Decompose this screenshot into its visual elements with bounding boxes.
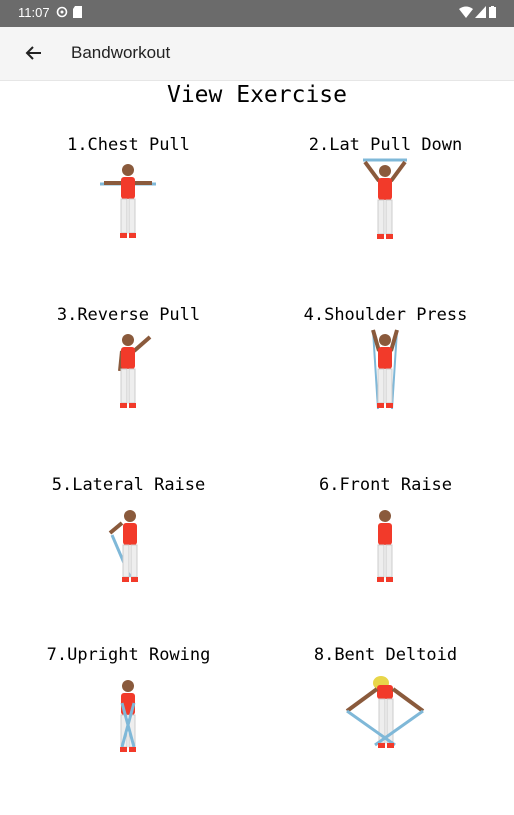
wifi-icon xyxy=(459,6,473,18)
lateral-raise-figure xyxy=(108,510,138,582)
app-bar: Bandworkout xyxy=(0,27,514,81)
exercise-card-chest-pull[interactable]: 1.Chest Pull xyxy=(0,135,257,305)
exercise-label: 8.Bent Deltoid xyxy=(313,645,458,665)
front-raise-figure xyxy=(377,510,393,582)
sd-card-icon xyxy=(73,6,82,18)
shoulder-press-figure xyxy=(371,329,399,410)
page-title: View Exercise xyxy=(166,82,347,108)
status-time: 11:07 xyxy=(18,5,50,20)
exercise-card-reverse-pull[interactable]: 3.Reverse Pull xyxy=(0,305,257,475)
settings-sync-icon xyxy=(56,6,68,18)
exercise-card-upright-rowing[interactable]: 7.Upright Rowing xyxy=(0,645,257,815)
exercise-label: 5.Lateral Raise xyxy=(51,475,206,495)
reverse-pull-figure xyxy=(118,334,152,408)
exercise-card-shoulder-press[interactable]: 4.Shoulder Press xyxy=(257,305,514,475)
exercise-label: 1.Chest Pull xyxy=(67,135,190,155)
arrow-left-icon xyxy=(25,46,41,60)
exercise-label: 2.Lat Pull Down xyxy=(308,135,463,155)
status-bar: 11:07 xyxy=(0,0,514,27)
exercise-card-lateral-raise[interactable]: 5.Lateral Raise xyxy=(0,475,257,645)
exercise-label: 6.Front Raise xyxy=(318,475,453,495)
battery-icon xyxy=(489,6,496,18)
exercise-card-lat-pull-down[interactable]: 2.Lat Pull Down xyxy=(257,135,514,305)
back-button[interactable] xyxy=(18,37,50,69)
exercise-label: 4.Shoulder Press xyxy=(303,305,468,325)
exercise-label: 3.Reverse Pull xyxy=(56,305,201,325)
lat-pull-down-figure xyxy=(363,158,407,239)
upright-rowing-figure xyxy=(120,680,136,752)
exercise-card-bent-deltoid[interactable]: 8.Bent Deltoid xyxy=(257,645,514,815)
exercise-card-front-raise[interactable]: 6.Front Raise xyxy=(257,475,514,645)
exercise-label: 7.Upright Rowing xyxy=(46,645,211,665)
signal-icon xyxy=(475,6,486,18)
chest-pull-figure xyxy=(100,164,156,238)
app-title: Bandworkout xyxy=(71,43,171,62)
bent-deltoid-figure xyxy=(345,676,425,748)
